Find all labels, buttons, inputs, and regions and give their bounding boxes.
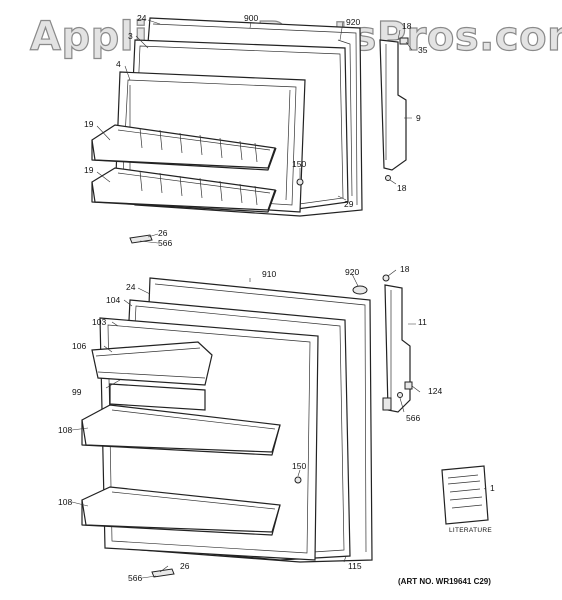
callout-566-lower: 566 [128,573,143,583]
plug-35 [399,37,409,45]
callout-4: 4 [116,59,121,69]
callout-108-lower: 108 [58,497,73,507]
callout-115: 115 [348,561,362,571]
callout-103: 103 [92,317,107,327]
callout-150-upper: 150 [292,159,307,169]
callout-566-upper: 566 [158,238,173,248]
clip-124 [404,381,413,390]
art-number: (ART NO. WR19641 C29) [398,577,491,586]
dairy-door [91,341,213,386]
callout-leaders [71,19,487,579]
callout-104: 104 [106,295,121,305]
callout-108-upper: 108 [58,425,73,435]
callout-24-upper: 24 [137,13,147,23]
literature-booklet [441,465,489,525]
hinge-26a [129,234,153,244]
plug-920b [352,285,368,295]
callout-19-upper: 19 [84,119,94,129]
dairy-compartment [109,383,206,411]
callout-910: 910 [262,269,277,279]
callout-18-lower: 18 [400,264,410,274]
callout-9: 9 [416,113,421,123]
callout-11: 11 [418,317,427,327]
callout-920-lower: 920 [345,267,360,277]
freezer-door-assembly [91,17,409,244]
stop-150b [294,476,302,484]
callout-99: 99 [72,387,82,397]
callout-35: 35 [418,45,428,55]
freezer-shelf-lower [91,167,276,211]
fresh-food-door-assembly [81,274,413,578]
callout-566-mid: 566 [406,413,421,423]
screw-18a [385,175,391,181]
callout-24-lower: 24 [126,282,136,292]
callout-920-upper: 920 [346,17,361,27]
literature-label: LITERATURE [449,527,492,534]
callout-900: 900 [244,13,259,23]
freezer-shelf-upper [91,124,276,169]
handle-end-cap [382,397,392,411]
freezer-handle [379,39,407,171]
callout-124: 124 [428,386,443,396]
callout-26-upper: 26 [158,228,168,238]
callout-1: 1 [490,483,495,493]
callout-29: 29 [344,199,354,209]
callout-18-upper-b: 18 [397,183,407,193]
callout-150-lower: 150 [292,461,307,471]
callout-26-lower: 26 [180,561,190,571]
hinge-26b [151,568,175,578]
callout-106: 106 [72,341,87,351]
screw-18b [382,274,390,282]
fresh-food-handle [384,284,411,413]
callout-3: 3 [128,31,133,41]
screw-566b [397,392,403,398]
callout-18-upper-a: 18 [402,21,412,31]
callout-19-lower: 19 [84,165,94,175]
stop-150a [296,178,304,186]
